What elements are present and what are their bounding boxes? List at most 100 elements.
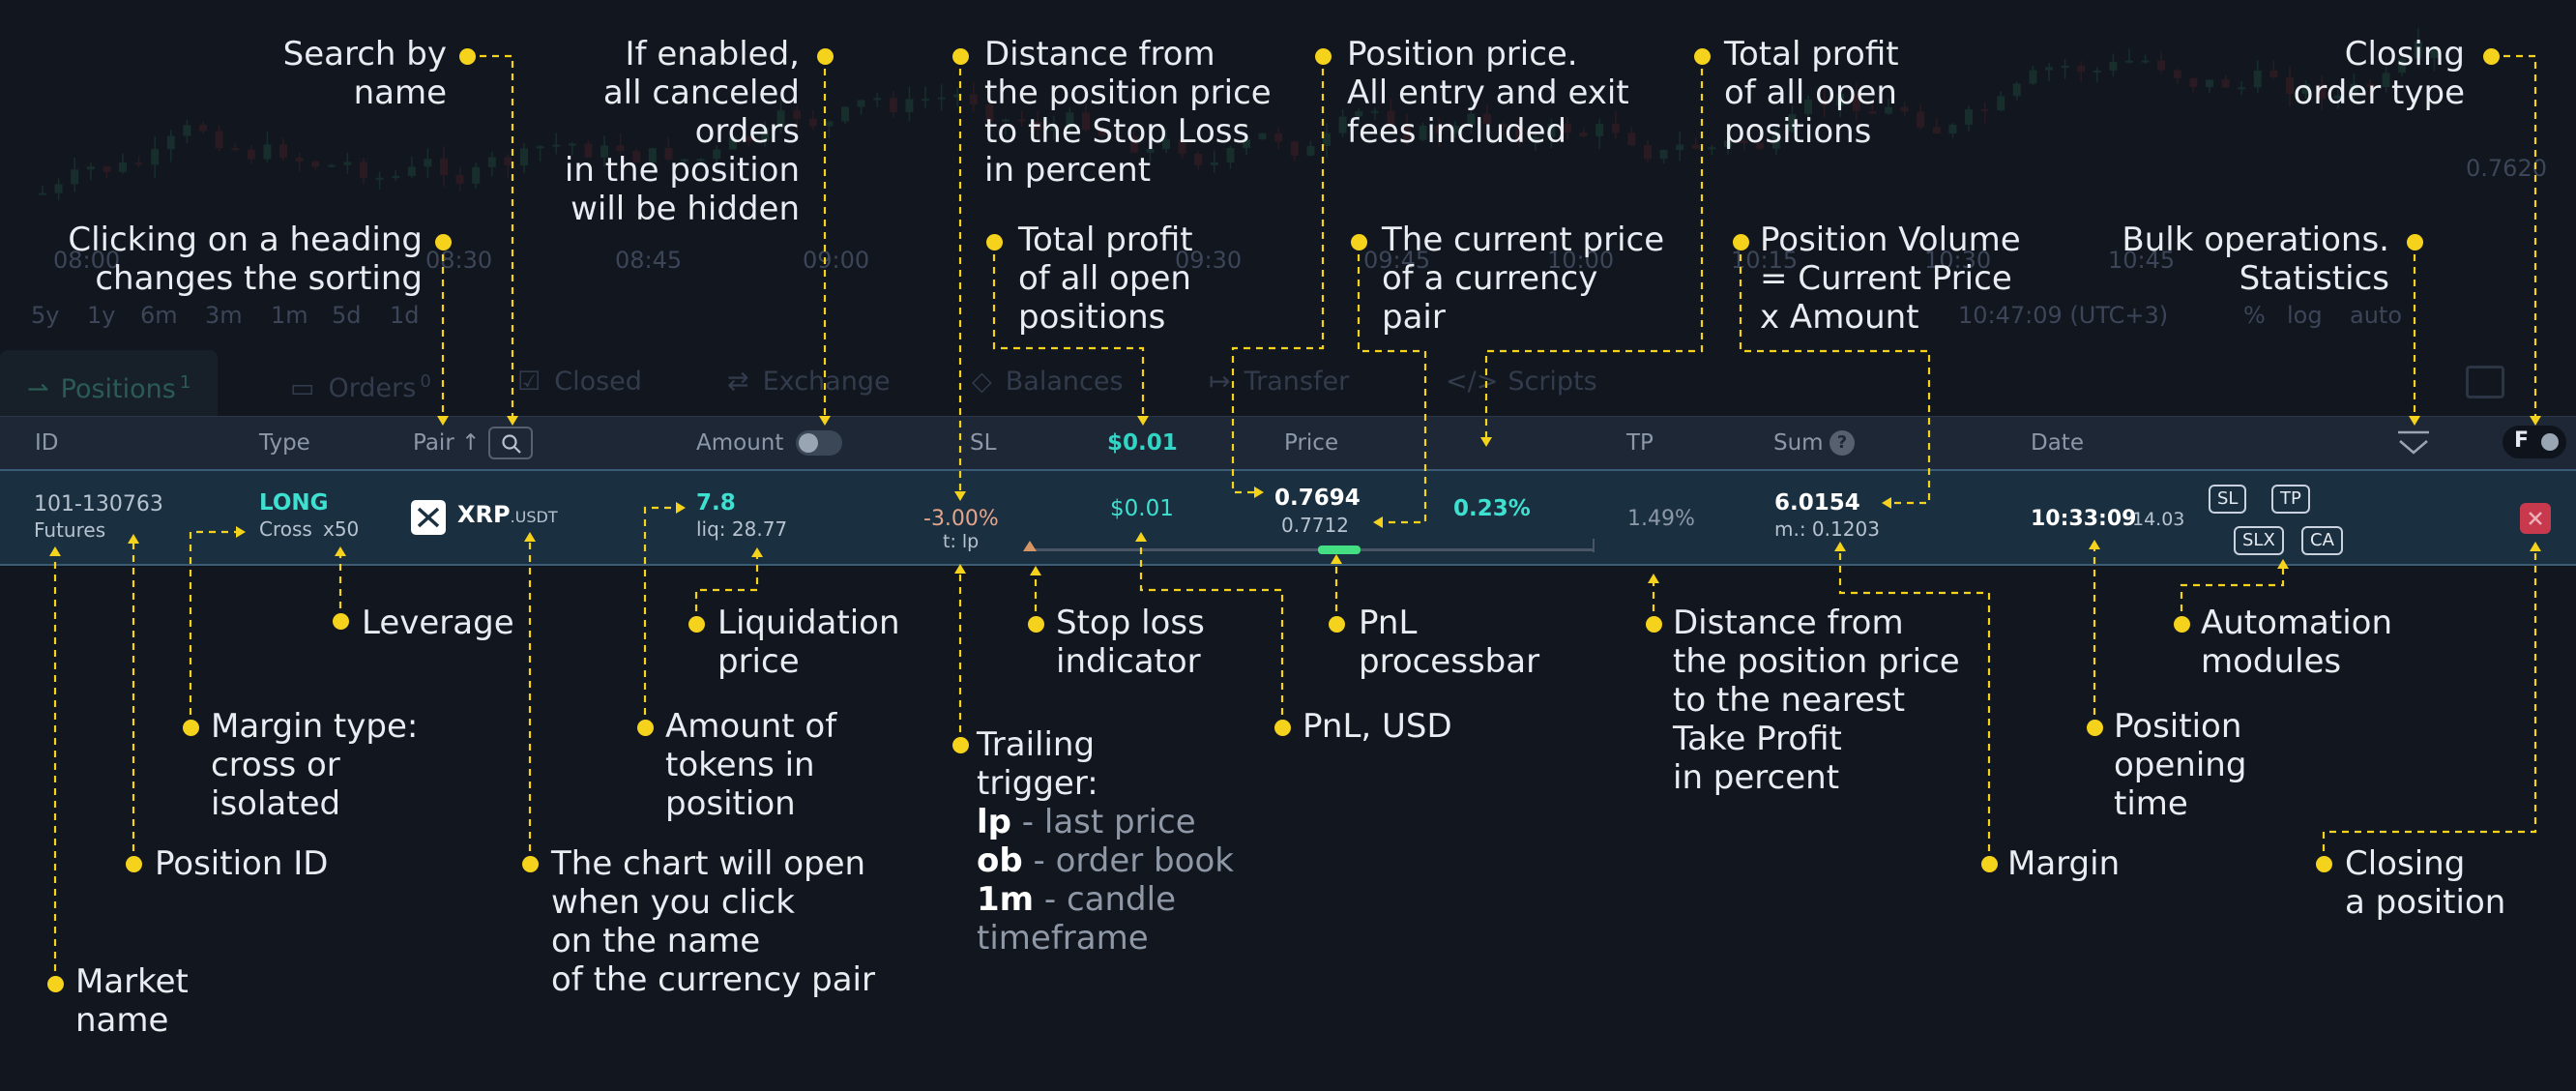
annotation-dot (126, 856, 142, 872)
candle-body (247, 149, 255, 160)
candle-body (1146, 148, 1155, 153)
annotation-dot (637, 720, 654, 736)
bulk-operations-button[interactable] (2396, 428, 2431, 457)
annotation-dot (1694, 48, 1711, 65)
candle-body (808, 118, 817, 127)
candle-body (424, 159, 432, 167)
candle-body (1098, 129, 1106, 136)
candle-body (1917, 111, 1925, 128)
pnl-progress-track (1028, 546, 1594, 554)
candle-body (1210, 162, 1218, 165)
timeframe-6m[interactable]: 6m (140, 302, 178, 329)
annotation-closing-position: Closing a position (2345, 844, 2506, 922)
position-sum: 6.0154 (1774, 490, 1860, 516)
position-id: 101-130763 (34, 492, 163, 516)
percent-scale-toggle[interactable]: % (2243, 302, 2266, 329)
candle-body (1676, 144, 1684, 151)
time-label: 09:00 (803, 247, 870, 274)
annotation-sl-indicator: Stop loss indicator (1056, 604, 1205, 681)
column-price[interactable]: Price (1284, 430, 1339, 456)
sum-help-icon[interactable]: ? (1830, 430, 1855, 456)
candle-body (713, 149, 721, 160)
trailing-title: Trailing trigger: (977, 725, 1098, 803)
pair-link[interactable]: XRP.USDT (457, 501, 558, 528)
annotation-closing-type: Closing order type (2293, 35, 2465, 112)
trailing-item-1m: 1m - candle timeframe (977, 880, 1177, 958)
annotation-dot (2407, 234, 2423, 251)
timeframe-1y[interactable]: 1y (87, 302, 116, 329)
column-sl[interactable]: SL (970, 430, 997, 456)
candle-body (1740, 140, 1748, 143)
module-slx[interactable]: SLX (2234, 526, 2284, 555)
tab-scripts[interactable]: </>Scripts (1446, 367, 1597, 397)
tab-balances[interactable]: ◇Balances (972, 367, 1124, 397)
candle-body (311, 161, 320, 167)
annotation-bulk: Bulk operations. Statistics (2122, 221, 2389, 298)
module-sl[interactable]: SL (2209, 485, 2247, 514)
orders-icon: ▭ (290, 373, 315, 403)
annotation-hide-canceled: If enabled, all canceled orders in the p… (564, 35, 800, 228)
column-sum[interactable]: Sum (1773, 430, 1824, 456)
tab-transfer[interactable]: ↦Transfer (1209, 367, 1350, 397)
table-row[interactable]: 101-130763 Futures LONG Cross x50 XRP.US… (0, 469, 2576, 566)
column-id[interactable]: ID (35, 430, 59, 456)
log-scale-toggle[interactable]: log (2287, 302, 2323, 329)
sl-percent[interactable]: -3.00% (923, 507, 999, 531)
toggle-knob (2541, 433, 2559, 451)
candle-body (2333, 95, 2342, 99)
annotation-dot (1028, 616, 1044, 633)
candle-body (1017, 119, 1026, 122)
column-pair[interactable]: Pair ↑ (413, 430, 481, 456)
trailing-item-ob: ob - order book (977, 841, 1234, 880)
annotation-dot (459, 48, 476, 65)
column-tp[interactable]: TP (1626, 430, 1654, 456)
annotation-total-profit: Total profit of all open positions (1018, 221, 1193, 337)
column-amount[interactable]: Amount (696, 430, 784, 456)
candle-body (520, 148, 528, 166)
candle-body (1997, 96, 2005, 111)
module-ca[interactable]: CA (2301, 526, 2343, 555)
closing-type-toggle[interactable]: F (2503, 426, 2566, 458)
window-icon[interactable] (2466, 366, 2504, 398)
candle-body (1290, 141, 1299, 156)
annotation-opening-time: Position opening time (2114, 707, 2247, 823)
candle-body (1644, 145, 1652, 160)
candle-body (2189, 77, 2198, 88)
candle-body (1820, 100, 1829, 106)
margin-type: Cross (259, 517, 312, 541)
candle-body (504, 157, 512, 166)
column-date[interactable]: Date (2031, 430, 2084, 456)
candle-body (584, 143, 593, 158)
candle-body (54, 184, 63, 193)
timeframe-5y[interactable]: 5y (31, 302, 60, 329)
close-position-button[interactable] (2520, 503, 2551, 534)
timeframe-3m[interactable]: 3m (205, 302, 243, 329)
pnl-progress-fill (1318, 546, 1361, 554)
search-button[interactable] (488, 427, 533, 459)
module-tp[interactable]: TP (2271, 485, 2310, 514)
hide-canceled-toggle[interactable] (796, 430, 842, 456)
timeframe-1m[interactable]: 1m (271, 302, 308, 329)
trailing-trigger: t: lp (943, 531, 980, 552)
auto-scale-toggle[interactable]: auto (2350, 302, 2403, 329)
candle-body (1885, 106, 1892, 114)
candle-body (2318, 84, 2327, 99)
timeframe-5d[interactable]: 5d (332, 302, 362, 329)
candle-body (552, 144, 561, 147)
timeframe-1d[interactable]: 1d (390, 302, 420, 329)
tp-percent[interactable]: 1.49% (1627, 507, 1695, 531)
candle-body (1467, 113, 1476, 126)
candle-body (857, 100, 865, 107)
annotation-dot (2087, 720, 2103, 736)
tab-closed[interactable]: ☑Closed (517, 367, 642, 397)
candle-body (632, 151, 641, 163)
pnl-usd: $0.01 (1110, 496, 1174, 521)
tab-exchange[interactable]: ⇄Exchange (727, 367, 891, 397)
annotation-tp-distance: Distance from the position price to the … (1673, 604, 1960, 797)
tab-count: 0 (420, 371, 431, 392)
column-type[interactable]: Type (259, 430, 310, 456)
candle-body (2414, 41, 2422, 59)
annotation-leverage: Leverage (362, 604, 514, 642)
